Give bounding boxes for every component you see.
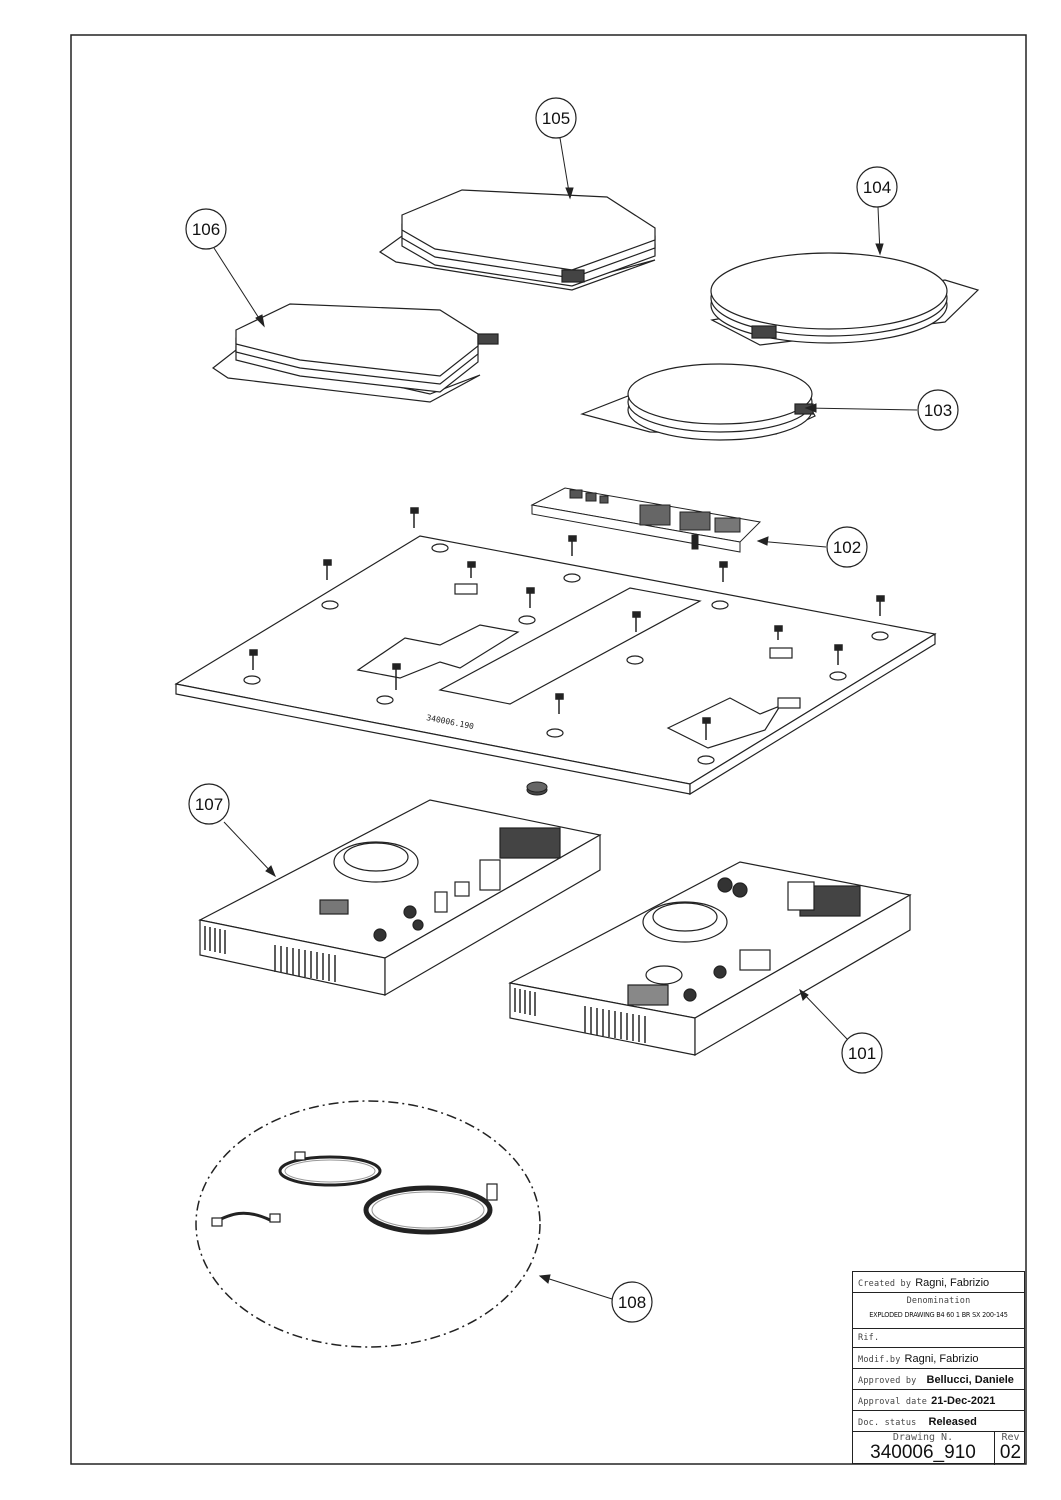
screw	[568, 535, 577, 556]
svg-text:103: 103	[924, 401, 952, 420]
balloon-107: 107	[188, 783, 230, 825]
screw	[702, 717, 711, 740]
cable-kit-108	[195, 1100, 541, 1348]
screw	[467, 561, 476, 578]
svg-text:107: 107	[195, 795, 223, 814]
screw	[876, 595, 885, 616]
balloon-106: 106	[185, 208, 227, 250]
coil-105	[378, 189, 656, 291]
created-by-label: Created by	[858, 1279, 912, 1289]
denomination-value: EXPLODED DRAWING B4 60 1 BR SX 200-145	[869, 1310, 1008, 1319]
screw	[392, 663, 401, 690]
power-module-107	[198, 799, 602, 997]
control-board-102	[530, 487, 762, 553]
screw	[526, 587, 535, 608]
created-by-value: Ragni, Fabrizio	[915, 1277, 990, 1289]
svg-text:105: 105	[542, 109, 570, 128]
leader-lines	[213, 137, 918, 1300]
spacer	[526, 781, 548, 796]
rev-value: 02	[999, 1442, 1022, 1463]
screw	[555, 693, 564, 714]
cable-kit-boundary	[195, 1100, 541, 1348]
rif-row: Rif.	[853, 1329, 1024, 1348]
drawing-n-value: 340006_910	[870, 1442, 976, 1463]
drawing-frame	[70, 34, 1027, 1465]
rev-label: Rev	[1001, 1432, 1020, 1443]
balloon-102: 102	[826, 526, 868, 568]
coil-104	[710, 252, 980, 346]
screw	[774, 625, 783, 640]
svg-text:102: 102	[833, 538, 861, 557]
modif-by-label: Modif.by	[858, 1355, 901, 1365]
denomination-label: Denomination	[906, 1296, 971, 1306]
screw	[410, 507, 419, 528]
power-module-101	[508, 861, 912, 1057]
balloon-105: 105	[535, 97, 577, 139]
approval-date-value: 21-Dec-2021	[931, 1395, 996, 1407]
modif-by-value: Ragni, Fabrizio	[904, 1353, 979, 1365]
screws	[249, 507, 885, 740]
balloon-101: 101	[841, 1032, 883, 1074]
balloon-108: 108	[611, 1281, 653, 1323]
screw	[834, 644, 843, 665]
approved-by-label: Approved by	[858, 1376, 917, 1386]
doc-status-label: Doc. status	[858, 1418, 917, 1428]
drawing-number-cell: Drawing N. 340006_910 Rev 02	[853, 1432, 1024, 1465]
svg-text:108: 108	[618, 1293, 646, 1312]
coil-106	[211, 303, 499, 403]
approved-by-row: Approved by Bellucci, Daniele	[853, 1369, 1024, 1390]
balloon-103: 103	[917, 389, 959, 431]
svg-text:104: 104	[863, 178, 891, 197]
svg-text:101: 101	[848, 1044, 876, 1063]
approval-date-label: Approval date	[858, 1397, 928, 1407]
drawing-n-label: Drawing N.	[892, 1432, 954, 1443]
approved-by-value: Bellucci, Daniele	[926, 1374, 1014, 1386]
coil-103	[580, 363, 816, 441]
doc-status-row: Doc. status Released	[853, 1411, 1024, 1432]
svg-text:106: 106	[192, 220, 220, 239]
denomination-row: Denomination EXPLODED DRAWING B4 60 1 BR…	[853, 1293, 1024, 1329]
screw	[323, 559, 332, 580]
rif-label: Rif.	[858, 1333, 880, 1343]
base-plate	[174, 535, 937, 796]
screw	[632, 611, 641, 632]
balloon-104: 104	[856, 166, 898, 208]
screw	[249, 649, 258, 670]
screw	[719, 561, 728, 582]
doc-status-value: Released	[928, 1416, 977, 1428]
